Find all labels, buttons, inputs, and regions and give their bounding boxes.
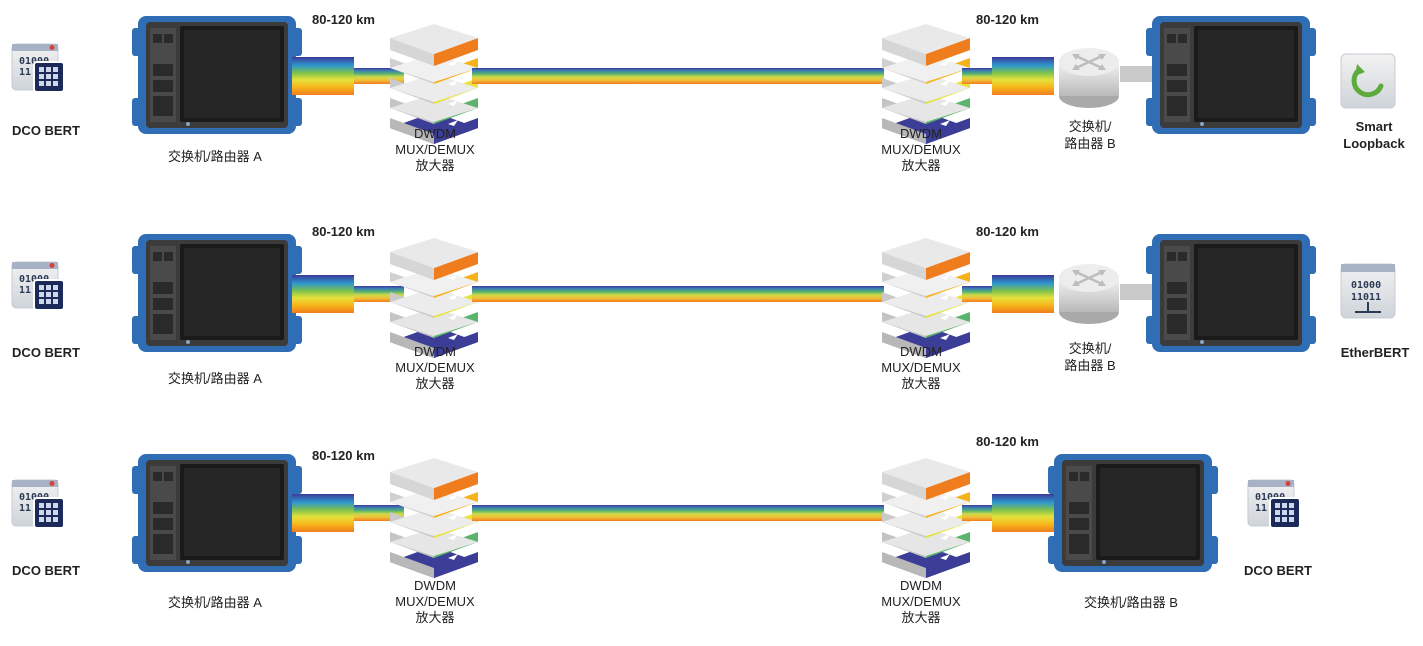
- fiber-bundle-left: [292, 275, 354, 313]
- fiber-link-b: [962, 286, 994, 302]
- distance-label-right: 80-120 km: [976, 224, 1039, 239]
- test-set-a: [132, 14, 302, 139]
- distance-label-left: 80-120 km: [312, 448, 375, 463]
- dwdm-mux-right-icon: [880, 238, 972, 358]
- distance-label-right: 80-120 km: [976, 434, 1039, 449]
- device-b-label: 交换机/ 路由器 B: [1064, 341, 1116, 373]
- left-app-label: DCO BERT: [12, 345, 80, 360]
- test-set-b: [1048, 452, 1218, 577]
- fiber-bundle-right: [992, 275, 1054, 313]
- fiber-link-b: [962, 68, 994, 84]
- test-set-b: [1146, 232, 1316, 357]
- device-b-label: 交换机/路由器 B: [1084, 595, 1178, 610]
- router-icon: [1054, 42, 1124, 112]
- scenario-dco-bert-end-to-end: DCO BERT 交换机/路由器 A 80-120 km DWDM MUX/DE…: [0, 434, 1423, 646]
- dwdm-mux-left-icon: [388, 458, 480, 578]
- device-b-label: 交换机/ 路由器 B: [1064, 119, 1116, 151]
- right-app-label: EtherBERT: [1340, 345, 1410, 360]
- left-app-label: DCO BERT: [12, 123, 80, 138]
- fiber-bundle-left: [292, 494, 354, 532]
- device-a-label: 交换机/路由器 A: [168, 371, 262, 386]
- fiber-bundle-right: [992, 57, 1054, 95]
- svg-text:11011: 11011: [1351, 292, 1381, 303]
- fiber-bundle-left: [292, 57, 354, 95]
- dco-bert-icon: [10, 476, 68, 534]
- scenario-smart-loopback: DCO BERT 交换机/路由器 A 80-120 km DWDM MUX/DE…: [0, 0, 1423, 210]
- copper-link: [1120, 66, 1160, 82]
- smart-loopback-icon: [1340, 53, 1396, 109]
- scenario-etherbert: DCO BERT 交换机/路由器 A 80-120 km DWDM MUX/DE…: [0, 218, 1423, 428]
- test-set-b: [1146, 14, 1316, 139]
- dco-bert-icon: [1246, 476, 1304, 534]
- test-set-a: [132, 232, 302, 357]
- right-app-label: Smart Loopback: [1343, 119, 1405, 151]
- mux-right-label: DWDM MUX/DEMUX 放大器: [881, 126, 961, 173]
- dwdm-mux-right-icon: [880, 458, 972, 578]
- distance-label-right: 80-120 km: [976, 12, 1039, 27]
- mux-left-label: DWDM MUX/DEMUX 放大器: [395, 578, 475, 625]
- copper-link: [1120, 284, 1160, 300]
- fiber-span: [472, 68, 884, 84]
- test-set-a: [132, 452, 302, 577]
- fiber-bundle-right: [992, 494, 1054, 532]
- dwdm-mux-left-icon: [388, 238, 480, 358]
- fiber-span: [472, 286, 884, 302]
- dco-bert-icon: [10, 258, 68, 316]
- distance-label-left: 80-120 km: [312, 12, 375, 27]
- device-a-label: 交换机/路由器 A: [168, 149, 262, 164]
- fiber-link-b: [962, 505, 994, 521]
- etherbert-icon: 01000 11011: [1340, 263, 1396, 319]
- distance-label-left: 80-120 km: [312, 224, 375, 239]
- svg-text:01000: 01000: [1351, 280, 1381, 291]
- dco-bert-icon: [10, 40, 68, 98]
- left-app-label: DCO BERT: [12, 563, 80, 578]
- mux-left-label: DWDM MUX/DEMUX 放大器: [395, 344, 475, 391]
- mux-right-label: DWDM MUX/DEMUX 放大器: [881, 344, 961, 391]
- mux-left-label: DWDM MUX/DEMUX 放大器: [395, 126, 475, 173]
- router-icon: [1054, 258, 1124, 328]
- mux-right-label: DWDM MUX/DEMUX 放大器: [881, 578, 961, 625]
- fiber-span: [472, 505, 884, 521]
- right-app-label: DCO BERT: [1244, 563, 1312, 578]
- device-a-label: 交换机/路由器 A: [168, 595, 262, 610]
